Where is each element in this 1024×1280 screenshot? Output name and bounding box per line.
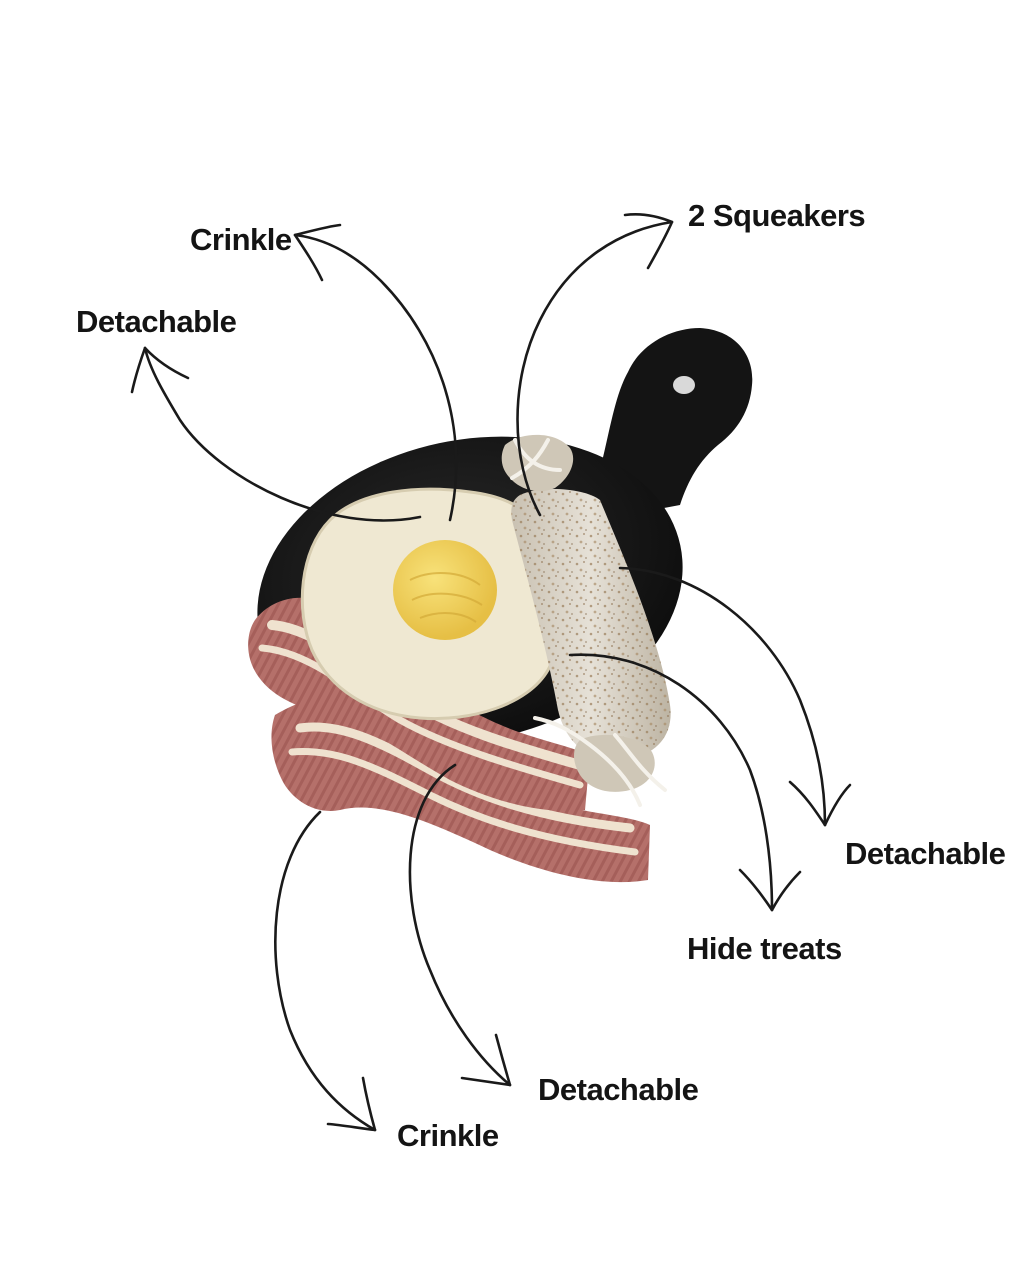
label-hide-treats: Hide treats [687, 931, 842, 966]
label-crinkle-egg: Crinkle [190, 222, 292, 257]
label-crinkle-bacon: Crinkle [397, 1118, 499, 1153]
arrow-crinkle-bacon [274, 810, 377, 1132]
arrow-squeakers [516, 212, 674, 517]
label-squeakers: 2 Squeakers [688, 198, 866, 233]
arrow-crinkle-egg [293, 223, 458, 522]
arrow-hide-treats [568, 653, 802, 912]
label-detachable-egg: Detachable [76, 304, 237, 339]
arrow-detachable-egg [130, 346, 422, 522]
label-detachable-sausage: Detachable [845, 836, 1006, 871]
fried-egg-toy [300, 487, 557, 721]
sausage-toy [501, 434, 671, 807]
arrow-detachable-bacon [408, 763, 512, 1087]
arrow-detachable-sausage [618, 566, 852, 827]
label-detachable-bacon: Detachable [538, 1072, 699, 1107]
